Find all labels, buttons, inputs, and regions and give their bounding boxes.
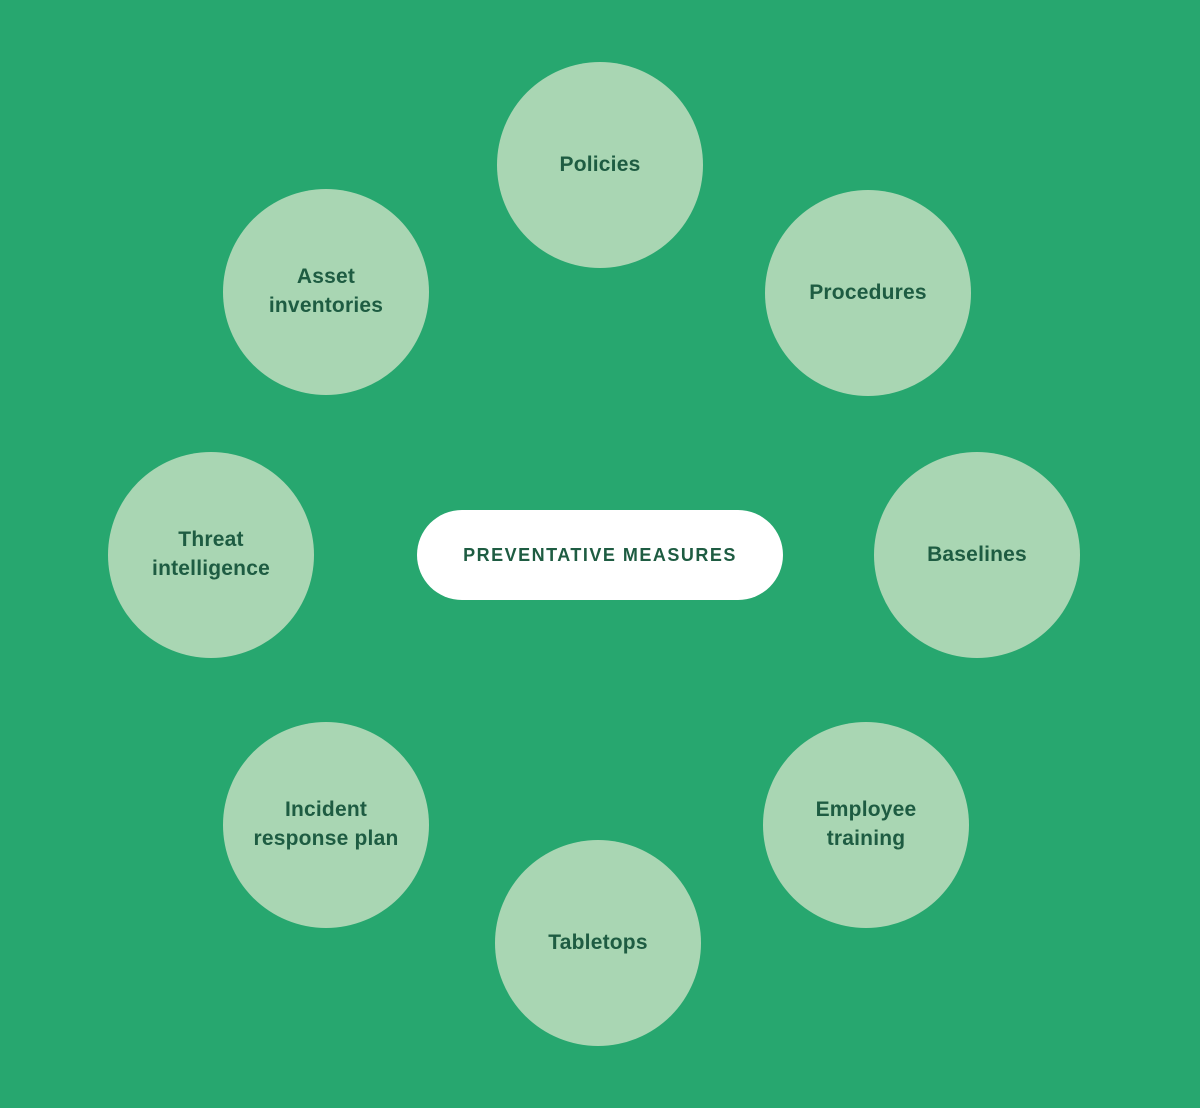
circle-incident-response-plan: Incident response plan bbox=[223, 722, 429, 928]
circle-threat-intelligence-label: Threat intelligence bbox=[152, 528, 270, 580]
circle-procedures: Procedures bbox=[765, 190, 971, 396]
circle-threat-intelligence: Threat intelligence bbox=[108, 452, 314, 658]
center-pill-label: PREVENTATIVE MEASURES bbox=[463, 544, 737, 565]
circle-incident-response-plan-label: Incident response plan bbox=[253, 798, 399, 850]
circle-employee-training: Employee training bbox=[763, 722, 969, 928]
circle-tabletops: Tabletops bbox=[495, 840, 701, 1046]
circle-policies: Policies bbox=[497, 62, 703, 268]
circle-baselines: Baselines bbox=[874, 452, 1080, 658]
circle-policies-label: Policies bbox=[559, 152, 641, 176]
center-pill: PREVENTATIVE MEASURES bbox=[417, 510, 783, 600]
circle-baselines-label: Baselines bbox=[927, 542, 1027, 566]
circle-procedures-label: Procedures bbox=[809, 280, 927, 304]
circle-employee-training-label: Employee training bbox=[815, 798, 917, 850]
circle-asset-inventories: Asset inventories bbox=[223, 189, 429, 395]
circle-tabletops-label: Tabletops bbox=[548, 930, 648, 954]
circle-asset-inventories-label: Asset inventories bbox=[268, 265, 384, 317]
